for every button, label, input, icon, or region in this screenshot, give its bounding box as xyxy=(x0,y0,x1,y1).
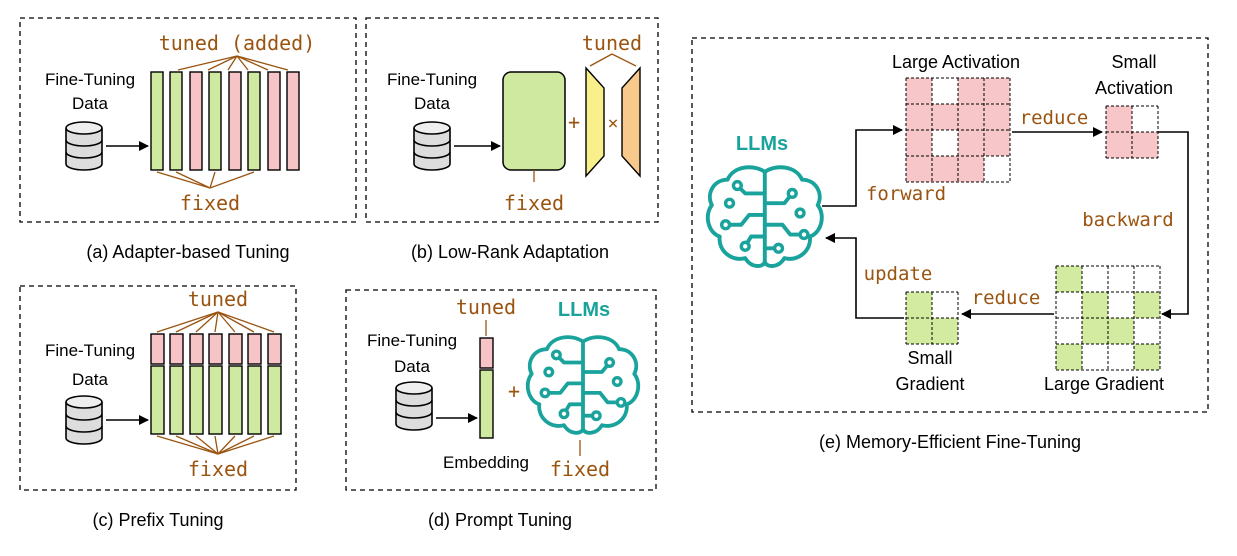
llm-brain-icon xyxy=(525,335,641,435)
database-icon xyxy=(65,121,103,171)
tuned-connector-lines xyxy=(589,53,637,67)
llms-label: LLMs xyxy=(736,133,788,155)
panel-c-caption: (c) Prefix Tuning xyxy=(92,510,223,530)
tuned-label: tuned xyxy=(188,287,248,311)
data-label-line1: Fine-Tuning xyxy=(367,331,457,350)
fixed-label: fixed xyxy=(504,191,564,215)
large-gradient-label: Large Gradient xyxy=(1044,374,1164,394)
data-label-line1: Fine-Tuning xyxy=(387,70,477,89)
llm-brain-icon xyxy=(705,165,824,268)
small-gradient-grid xyxy=(905,291,959,345)
small-activation-line1: Small xyxy=(1111,52,1156,72)
forward-arrow xyxy=(822,125,903,207)
data-label-line2: Data xyxy=(72,370,108,389)
database-icon xyxy=(65,395,103,445)
panel-prefix-tuning: tuned Fine-Tuning Data fixed (c) Prefix xyxy=(19,285,297,530)
tuned-connector-lines xyxy=(177,55,289,71)
times-sign: × xyxy=(608,113,619,134)
panel-prompt-tuning: tuned Fine-Tuning Data Embedding + LLMs … xyxy=(345,289,657,530)
panel-a-caption: (a) Adapter-based Tuning xyxy=(86,242,289,262)
panel-e-caption: (e) Memory-Efficient Fine-Tuning xyxy=(819,432,1081,452)
embedding-column xyxy=(479,369,494,439)
update-arrow xyxy=(825,233,904,319)
fixed-connector-lines xyxy=(156,171,255,189)
lora-matrix-a xyxy=(585,66,605,178)
tuned-label: tuned xyxy=(456,295,516,319)
panel-e-border xyxy=(691,37,1209,413)
small-gradient-line1: Small xyxy=(907,348,952,368)
panel-d-caption: (d) Prompt Tuning xyxy=(428,510,572,530)
large-activation-grid xyxy=(905,77,1011,183)
data-label-line1: Fine-Tuning xyxy=(45,341,135,360)
data-label-line2: Data xyxy=(72,94,108,113)
backward-arrow xyxy=(1158,131,1189,319)
panel-b-caption: (b) Low-Rank Adaptation xyxy=(411,242,609,262)
soft-prompt-token xyxy=(479,337,494,369)
tuned-connector-lines xyxy=(156,311,275,333)
data-label-line2: Data xyxy=(394,357,430,376)
backward-label: backward xyxy=(1082,209,1174,231)
fixed-connector-lines xyxy=(156,435,275,455)
large-activation-label: Large Activation xyxy=(892,52,1020,72)
panel-adapter-tuning: tuned (added) Fine-Tuning Data fixed (a)… xyxy=(19,17,357,262)
prefix-layer-stack xyxy=(150,333,282,435)
large-gradient-grid xyxy=(1055,265,1161,371)
small-activation-line2: Activation xyxy=(1095,78,1173,98)
panel-memory-efficient: LLMs Large Activation Small Activation r… xyxy=(691,37,1209,452)
database-icon xyxy=(413,121,451,171)
reduce-gradient-label: reduce xyxy=(972,287,1041,309)
small-gradient-line2: Gradient xyxy=(895,374,964,394)
forward-label: forward xyxy=(866,183,946,205)
panel-lora: Fine-Tuning Data fixed + × tuned (b) Low… xyxy=(365,17,659,262)
llms-label: LLMs xyxy=(558,299,610,321)
adapter-layer-stack xyxy=(150,71,300,171)
plus-sign: + xyxy=(568,110,580,134)
update-label: update xyxy=(864,263,933,285)
panel-c-border xyxy=(19,285,297,491)
database-icon xyxy=(395,381,433,431)
embedding-label: Embedding xyxy=(443,453,529,472)
data-label-line2: Data xyxy=(414,94,450,113)
small-activation-grid xyxy=(1105,105,1159,159)
fixed-label: fixed xyxy=(188,457,248,481)
fixed-label: fixed xyxy=(550,457,610,481)
reduce-activation-label: reduce xyxy=(1020,107,1089,129)
tuned-added-label: tuned (added) xyxy=(159,31,316,55)
fixed-label: fixed xyxy=(180,191,240,215)
data-label-line1: Fine-Tuning xyxy=(45,70,135,89)
panel-d-border xyxy=(345,289,657,491)
panel-b-border xyxy=(365,17,659,223)
tuned-label: tuned xyxy=(582,31,642,55)
frozen-weight-block xyxy=(502,71,566,171)
lora-matrix-b xyxy=(621,66,641,178)
plus-sign: + xyxy=(508,379,520,403)
